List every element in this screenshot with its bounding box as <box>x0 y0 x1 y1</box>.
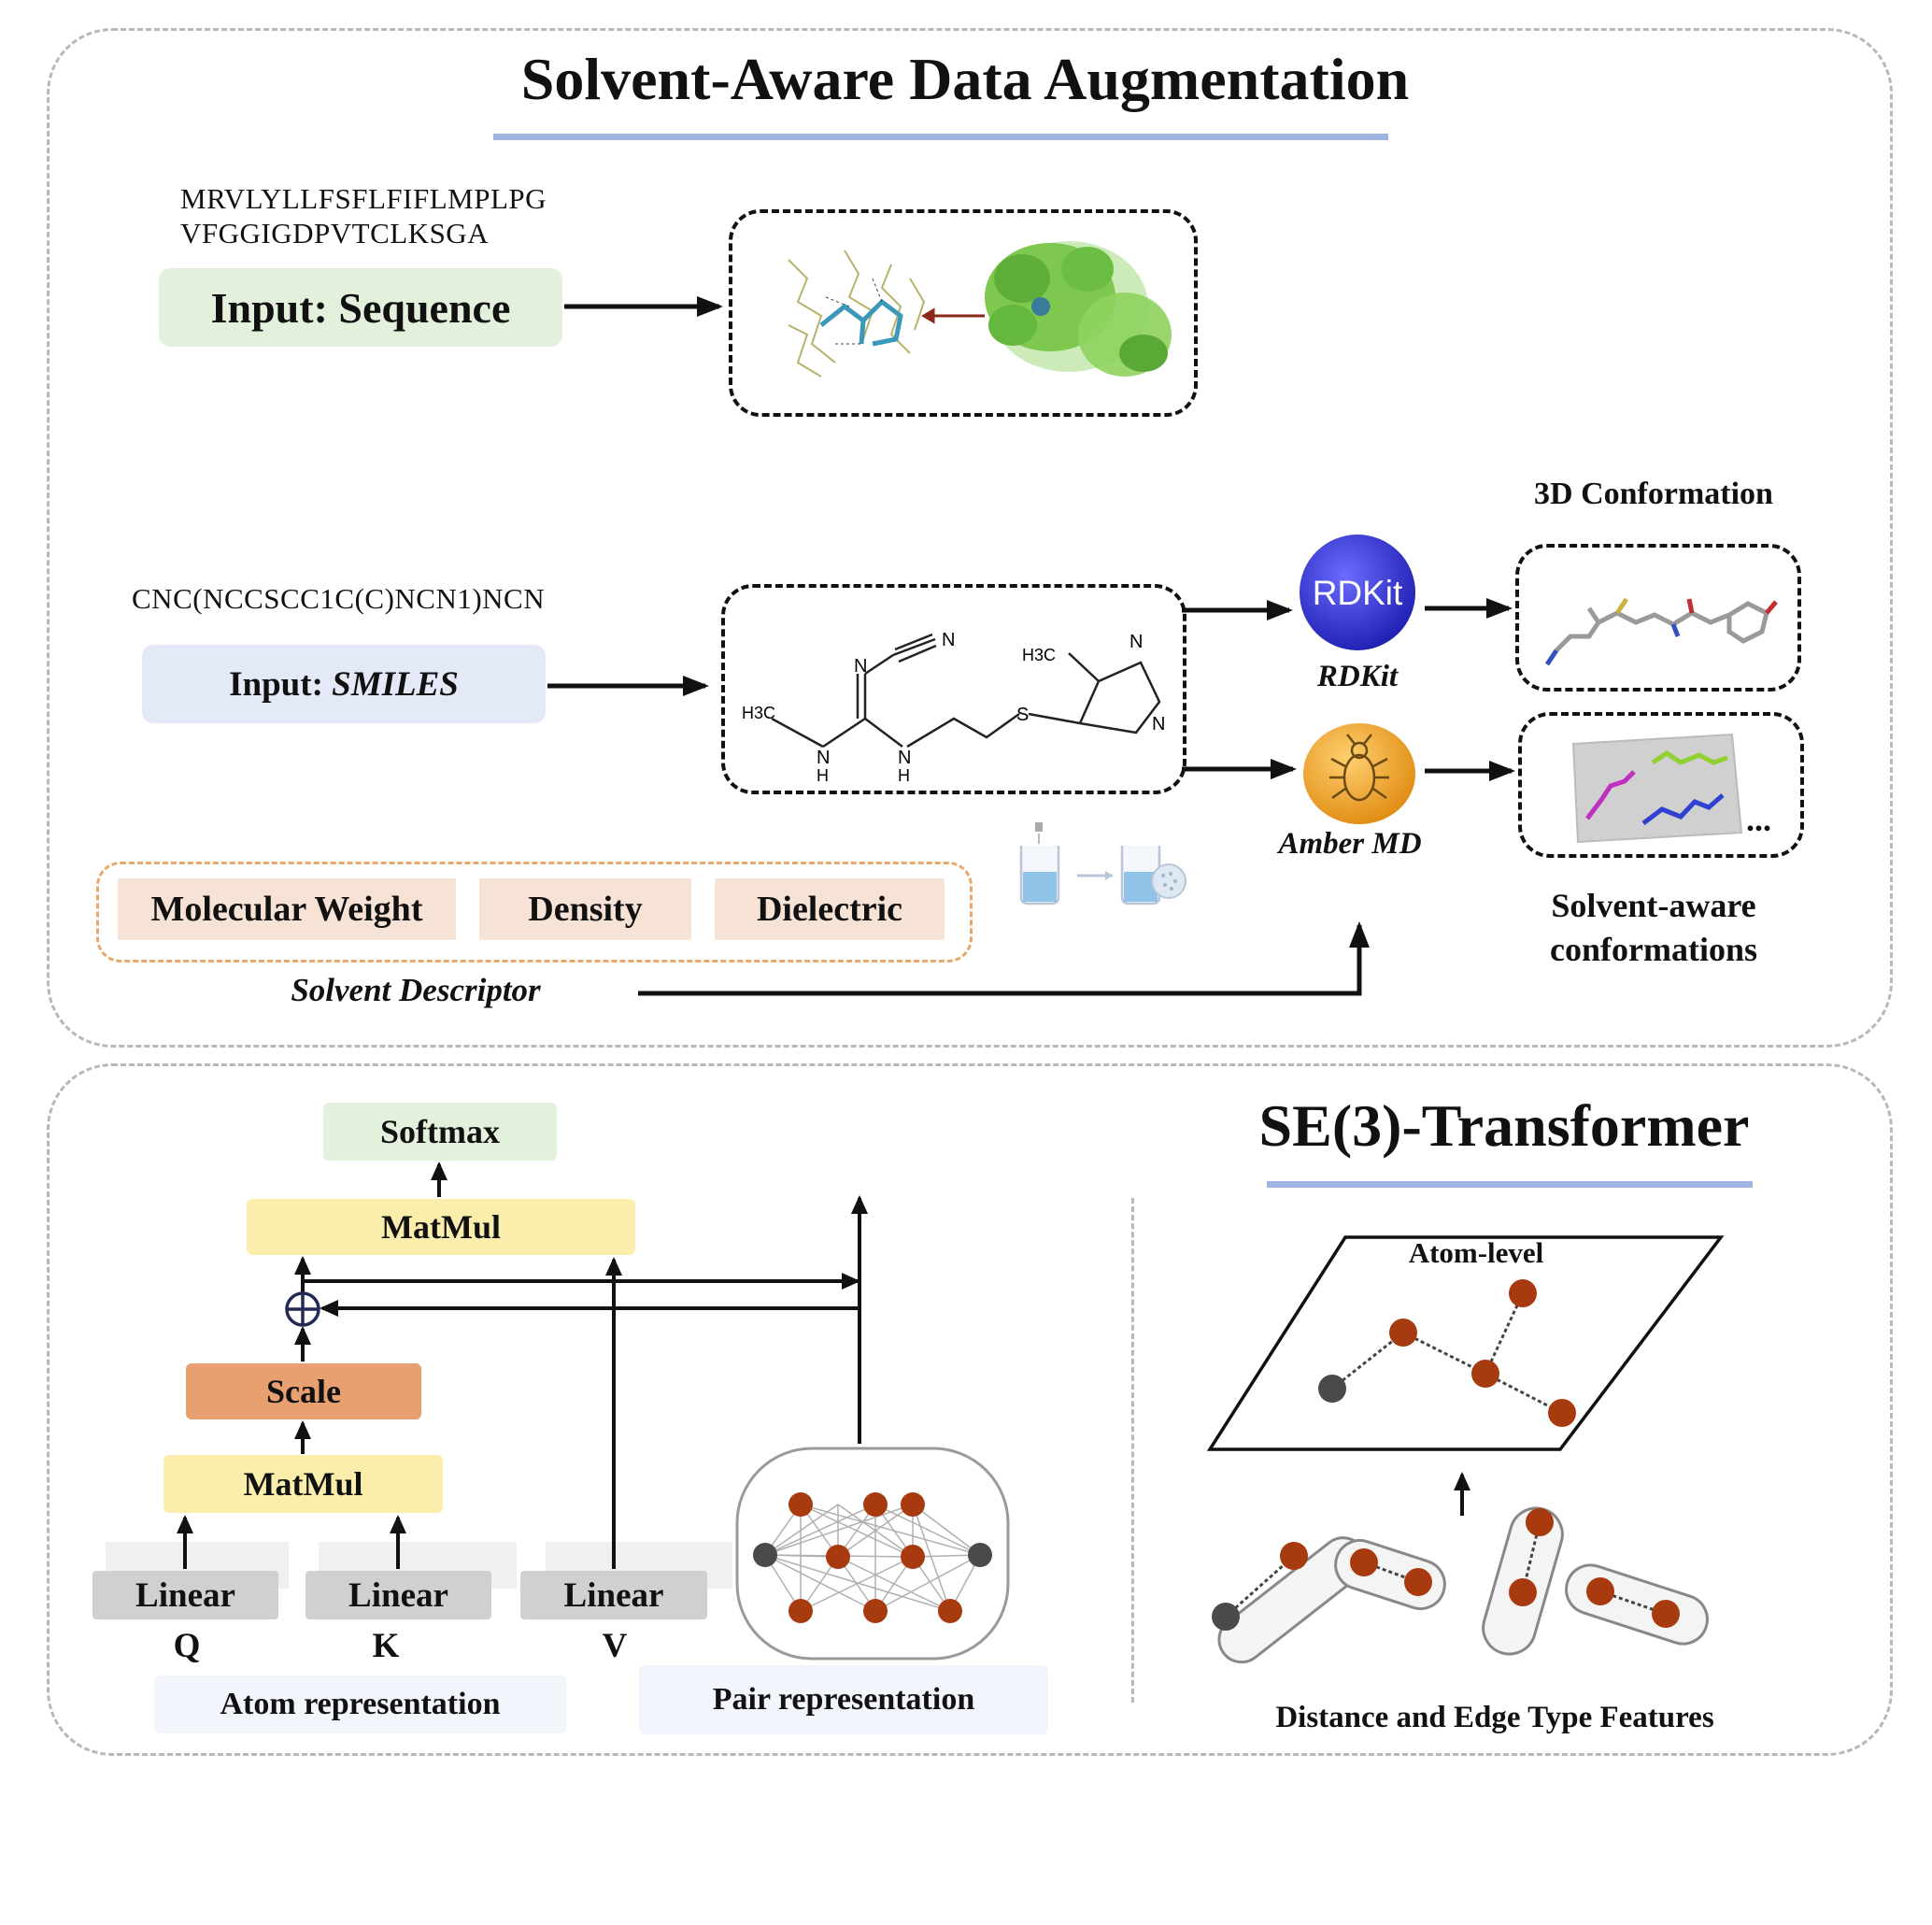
rdkit-logo-text: RDKit <box>1313 574 1403 612</box>
solvent-conformation-image <box>1571 733 1743 844</box>
descriptor-dielectric: Dielectric <box>715 878 945 940</box>
atom-h-right: H <box>898 766 910 785</box>
softmax-box: Softmax <box>323 1103 557 1161</box>
transformer-title-underline <box>1267 1181 1753 1188</box>
input-sequence-box: Input: Sequence <box>159 268 562 347</box>
input-smiles-italic: SMILES <box>332 664 459 704</box>
solvent-aware-line2: conformations <box>1550 931 1757 968</box>
section-divider <box>1131 1198 1134 1703</box>
edge-features-label: Distance and Edge Type Features <box>1275 1701 1714 1734</box>
linear-k-box: Linear <box>305 1571 491 1619</box>
linear-v-box: Linear <box>520 1571 707 1619</box>
pair-network <box>735 1447 1010 1661</box>
descriptor-molecular-weight: Molecular Weight <box>118 878 456 940</box>
augmentation-title-underline <box>493 134 1388 140</box>
atom-level-plane <box>1206 1235 1725 1451</box>
molecule-2d-structure: N N H3C N H N H S H3C N N <box>742 630 1165 785</box>
binding-arrow <box>921 307 985 324</box>
atom-n-ring-top: N <box>1129 632 1143 652</box>
hbond-lines <box>825 278 883 345</box>
augmentation-title: Solvent-Aware Data Augmentation <box>520 46 1410 112</box>
solvent-conformation-box: ... <box>1518 712 1804 858</box>
conformation-label: 3D Conformation <box>1534 477 1773 511</box>
protein-sequence-line2: VFGGIGDPVTCLKSGA <box>180 217 490 250</box>
input-smiles-prefix: Input: <box>229 664 333 704</box>
descriptor-density: Density <box>479 878 691 940</box>
matmul-bottom-box: MatMul <box>163 1455 443 1513</box>
atom-h3c-right: H3C <box>1022 646 1056 664</box>
augmentation-panel <box>47 28 1893 1048</box>
k-label: K <box>372 1627 400 1665</box>
q-label: Q <box>173 1627 201 1665</box>
scale-box: Scale <box>186 1363 421 1419</box>
solvent-aware-line1: Solvent-aware <box>1551 887 1756 924</box>
rdkit-label: RDKit <box>1316 660 1399 693</box>
conformation-box <box>1515 544 1801 692</box>
v-label: V <box>602 1627 628 1665</box>
rdkit-logo: RDKit <box>1300 535 1415 650</box>
transformer-title: SE(3)-Transformer <box>1258 1092 1750 1159</box>
protein-surface <box>985 241 1172 377</box>
transformer-panel <box>47 1063 1893 1756</box>
pair-representation-box: Pair representation <box>639 1665 1048 1734</box>
amber-md-logo <box>1303 723 1415 824</box>
smiles-string: CNC(NCCSCC1C(C)NCN1)NCN <box>132 582 546 615</box>
protein-sequence-line1: MRVLYLLFSFLFIFLMPLPG <box>180 182 547 215</box>
atom-nh-right: N <box>898 748 911 768</box>
ligand-sticks <box>819 298 903 347</box>
protein-structure-box <box>729 209 1198 417</box>
atom-h-left: H <box>817 766 829 785</box>
protein-structure-image <box>788 241 1172 378</box>
amber-md-label: Amber MD <box>1278 827 1422 861</box>
linear-q-box: Linear <box>92 1571 278 1619</box>
input-smiles-box: Input: SMILES <box>142 645 546 723</box>
atom-n-cyano: N <box>942 630 955 650</box>
atom-n-ring-right: N <box>1152 714 1165 734</box>
solvent-descriptor-caption: Solvent Descriptor <box>291 972 541 1008</box>
atom-representation-box: Atom representation <box>154 1675 566 1733</box>
beaker-icon <box>1019 822 1186 905</box>
solvent-descriptor-group <box>96 862 973 962</box>
atom-h3c-left: H3C <box>742 704 775 722</box>
atom-nh-left: N <box>817 748 830 768</box>
ellipsis: ... <box>1746 801 1771 838</box>
atom-s: S <box>1016 705 1029 725</box>
atom-level-label: Atom-level <box>1408 1236 1544 1269</box>
edge-feature-pairs <box>1212 1472 1709 1664</box>
insect-icon <box>1329 734 1389 802</box>
conformation-3d-image <box>1544 597 1778 666</box>
molecule-structure-box: N N H3C N H N H S H3C N N <box>721 584 1186 794</box>
atom-n-imine: N <box>854 656 867 677</box>
matmul-top-box: MatMul <box>247 1199 635 1255</box>
